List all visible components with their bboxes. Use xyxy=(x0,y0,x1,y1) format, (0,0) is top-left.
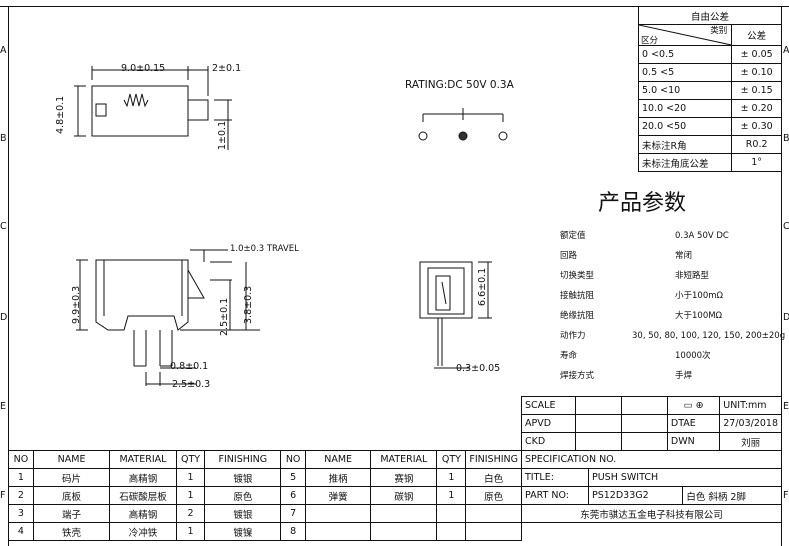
dim-6-6: 6.6±0.1 xyxy=(477,267,488,306)
tolerance-col-range: 类别 区分 xyxy=(637,24,733,46)
params-title: 产品参数 xyxy=(598,191,687,216)
border-letter-d: D xyxy=(0,312,8,323)
dim-2-5: 2.5±0.1 xyxy=(219,297,230,336)
param-value: 10000次 xyxy=(675,351,711,361)
dim-top-right: 2±0.1 xyxy=(212,63,242,74)
projection-icon: ▭ ⊕ xyxy=(666,396,721,415)
tolerance-table: 自由公差 类别 区分 公差 0 <0.5± 0.05 0.5 <5± 0.10 … xyxy=(637,6,782,172)
dim-top-small: 1±0.1 xyxy=(217,120,228,150)
param-key: 寿命 xyxy=(560,351,578,361)
scale-label: SCALE xyxy=(521,396,576,415)
bom-head-no: NO xyxy=(8,450,34,469)
company-name: 东莞市骐达五金电子科技有限公司 xyxy=(521,504,782,523)
diagonal-line xyxy=(639,25,732,45)
dwn-name: 刘丽 xyxy=(719,432,782,451)
border-letter-e-right: E xyxy=(783,401,789,412)
frame-right xyxy=(781,6,782,546)
part-label: PART NO: xyxy=(521,486,589,505)
dim-height: 9.9±0.3 xyxy=(71,285,82,324)
unit-label: UNIT:mm xyxy=(719,396,782,415)
tol-value: ± 0.20 xyxy=(731,99,782,118)
border-letter-b-right: B xyxy=(783,133,789,144)
apvd-label: APVD xyxy=(521,414,576,433)
frame-top xyxy=(0,6,789,7)
param-value: 常闭 xyxy=(675,251,693,261)
param-value: 30, 50, 80, 100, 120, 150, 200±20g xyxy=(632,331,786,341)
param-value: 手焊 xyxy=(675,371,693,381)
border-letter-a-right: A xyxy=(783,45,789,56)
side-view-body xyxy=(419,261,473,319)
dim-top-width: 9.0±0.15 xyxy=(121,63,166,74)
bom-head-name: NAME xyxy=(305,450,372,469)
param-key: 动作力 xyxy=(560,331,586,341)
part-desc: 白色 斜柄 2脚 xyxy=(682,486,782,505)
border-letter-d-right: D xyxy=(783,312,789,323)
dim-travel: 1.0±0.3 TRAVEL xyxy=(230,244,299,254)
dim-3-8: 3.8±0.3 xyxy=(243,285,254,324)
dim-top-height: 4.8±0.1 xyxy=(55,95,66,134)
param-key: 切换类型 xyxy=(560,271,595,281)
dim-0-8: 0.8±0.1 xyxy=(170,361,209,372)
bom-head-qty: QTY xyxy=(175,450,206,469)
title-label: TITLE: xyxy=(521,468,589,487)
border-letter-f-right: F xyxy=(783,490,789,501)
param-key: 焊接方式 xyxy=(560,371,595,381)
dim-2-5b: 2.5±0.3 xyxy=(172,379,211,390)
param-key: 接触抗阻 xyxy=(560,291,595,301)
top-view-terminal xyxy=(95,103,107,117)
title-value: PUSH SWITCH xyxy=(588,468,782,487)
rating-label: RATING:DC 50V 0.3A xyxy=(405,79,514,91)
spec-label: SPECIFICATION NO. xyxy=(521,450,782,469)
frame-left xyxy=(8,6,9,546)
border-letter-e: E xyxy=(0,401,7,412)
spring-icon xyxy=(123,93,149,108)
border-letter-c: C xyxy=(0,221,7,232)
border-letter-b: B xyxy=(0,133,7,144)
border-letter-a: A xyxy=(0,45,7,56)
dim-0-3: 0.3±0.05 xyxy=(456,363,501,374)
bom-head-material: MATERIAL xyxy=(370,450,438,469)
dtae-label: DTAE xyxy=(666,414,721,433)
param-value: 非短路型 xyxy=(675,271,710,281)
bom-head-no: NO xyxy=(280,450,307,469)
border-letter-c-right: C xyxy=(783,221,789,232)
ckd-label: CKD xyxy=(521,432,576,451)
tol-value: ± 0.30 xyxy=(731,117,782,136)
title-block-lower: SPECIFICATION NO. TITLE: PUSH SWITCH PAR… xyxy=(521,450,782,523)
part-value: PS12D33G2 xyxy=(587,486,684,505)
param-key: 绝缘抗阻 xyxy=(560,311,595,321)
title-block-upper: SCALE ▭ ⊕ UNIT:mm APVD DTAE 27/03/2018 C… xyxy=(521,396,782,451)
param-key: 额定值 xyxy=(560,231,586,241)
param-key: 回路 xyxy=(560,251,578,261)
tol-value: 1° xyxy=(731,153,782,172)
border-letter-f: F xyxy=(0,490,6,501)
bom-head-finishing: FINISHING xyxy=(465,450,522,469)
dwn-label: DWN xyxy=(666,432,721,451)
tol-range: 未标注角底公差 xyxy=(637,153,733,172)
bom-head-material: MATERIAL xyxy=(109,450,177,469)
bom-head-name: NAME xyxy=(32,450,111,469)
param-value: 大于100MΩ xyxy=(675,311,723,321)
bom-table: NO NAME MATERIAL QTY FINISHING NO NAME M… xyxy=(8,450,522,541)
param-value: 0.3A 50V DC xyxy=(675,231,729,241)
top-view-plunger xyxy=(187,99,209,121)
bom-head-finishing: FINISHING xyxy=(204,450,282,469)
front-view-body xyxy=(95,259,189,331)
bom-head-qty: QTY xyxy=(436,450,467,469)
date-value: 27/03/2018 xyxy=(719,414,782,433)
param-value: 小于100mΩ xyxy=(675,291,723,301)
